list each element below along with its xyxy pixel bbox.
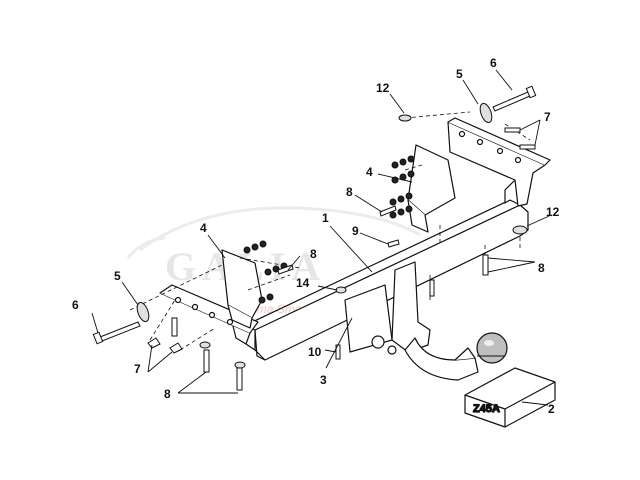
- bolt-long-top: [492, 85, 537, 112]
- callout-1: 1: [322, 211, 329, 225]
- kit-code: Z45A: [473, 403, 500, 415]
- nut-stack-right-upper: [391, 155, 415, 184]
- nut-stack-right-lower: [389, 192, 413, 219]
- bolt-8-left-plate: [277, 264, 294, 275]
- washer-12-right: [512, 225, 528, 235]
- nut-stack-left-lower: [258, 293, 274, 304]
- right-bracket: [447, 117, 551, 207]
- washer-large-top: [479, 102, 493, 124]
- bolt-vertical-1: [171, 317, 178, 337]
- bolt-vertical-4: [482, 254, 489, 276]
- callout-8-left-plate: 8: [310, 247, 317, 261]
- callout-6-top: 6: [490, 56, 497, 70]
- washer-left-1: [199, 341, 211, 349]
- callout-12-right: 12: [546, 205, 560, 219]
- bolt-short-right-2: [519, 144, 536, 150]
- callout-9: 9: [352, 224, 359, 238]
- callout-8-right: 8: [538, 261, 545, 275]
- callout-8-bottom: 8: [164, 387, 171, 401]
- bolt-short-left-2: [169, 342, 183, 354]
- bolt-short-right-1: [504, 127, 521, 133]
- callout-labels: 1 2 3 4 4 5 5 6 6 7 7 8 8 8 8 9 10 12 12…: [72, 56, 560, 416]
- washer-14: [335, 286, 347, 294]
- nut-stack-left-middle: [264, 262, 288, 276]
- callout-5-top: 5: [456, 67, 463, 81]
- bolt-8-middle: [379, 205, 397, 217]
- nut-stack-left-upper: [243, 240, 267, 254]
- bolt-long-left: [92, 321, 141, 345]
- tow-hitch-assembly: [344, 261, 508, 381]
- callout-5-left: 5: [114, 269, 121, 283]
- fasteners: [92, 85, 537, 391]
- callout-4-right: 4: [366, 165, 373, 179]
- callout-8-middle: 8: [346, 185, 353, 199]
- bolt-short-left-1: [147, 337, 161, 349]
- bolt-vertical-2: [203, 349, 210, 373]
- callout-3: 3: [320, 373, 327, 387]
- callout-6-left: 6: [72, 298, 79, 312]
- bolt-vertical-3: [236, 367, 243, 391]
- right-side-plate: [407, 144, 456, 233]
- callout-7-right: 7: [544, 110, 551, 124]
- bolt-vertical-5: [429, 279, 435, 297]
- callout-10: 10: [308, 345, 322, 359]
- kit-box: Z45A: [464, 367, 556, 428]
- washer-large-left: [136, 301, 150, 323]
- left-side-plate: [221, 249, 263, 329]
- bolt-9: [387, 239, 400, 248]
- callout-7-left: 7: [134, 362, 141, 376]
- callout-4-left: 4: [200, 221, 207, 235]
- callout-14: 14: [296, 276, 310, 290]
- callout-2: 2: [548, 402, 555, 416]
- leader-lines: [91, 69, 550, 406]
- callout-12-top: 12: [376, 81, 390, 95]
- washer-12-top: [398, 114, 412, 122]
- washer-left-2: [234, 361, 246, 369]
- assembly-lines: [129, 111, 531, 351]
